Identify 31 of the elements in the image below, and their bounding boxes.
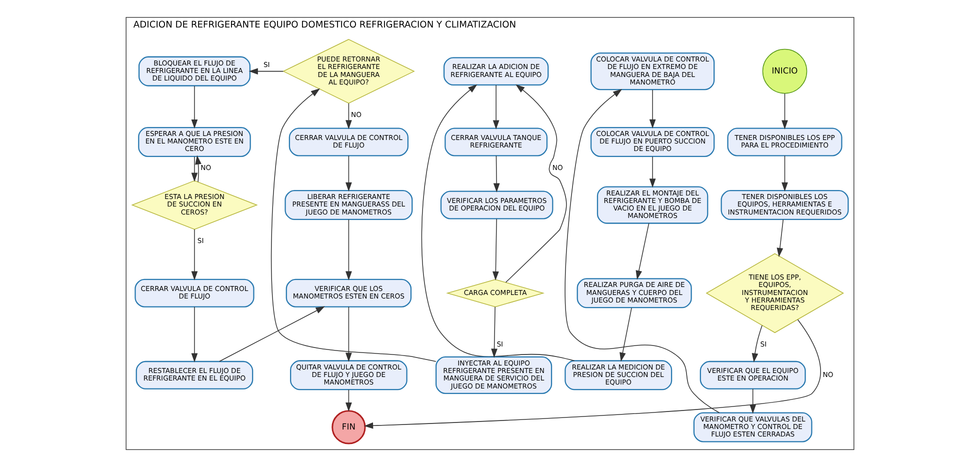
- arrow: [492, 84, 500, 130]
- arrow: [421, 84, 575, 362]
- arrow: [750, 388, 756, 414]
- arrow: [248, 68, 284, 74]
- arrow: [346, 389, 352, 412]
- arrow: [191, 86, 198, 129]
- arrow: [492, 218, 499, 281]
- arrow: [649, 90, 656, 129]
- arrow: [493, 155, 500, 192]
- arrow: [636, 222, 650, 280]
- arrow: [649, 156, 656, 188]
- arrow: [752, 325, 762, 362]
- arrow: [191, 156, 198, 182]
- arrow: [346, 306, 352, 362]
- arrow: [191, 306, 198, 362]
- arrow: [346, 155, 352, 192]
- arrow: [346, 219, 352, 280]
- arrow: [346, 103, 352, 130]
- arrow: [620, 308, 632, 362]
- arrow: [219, 306, 325, 362]
- node-circle: FIN: [332, 410, 366, 444]
- arrow: [195, 155, 202, 182]
- node-circle: INICIO: [762, 48, 808, 94]
- arrow: [782, 155, 788, 192]
- arrow: [491, 306, 498, 358]
- arrow: [270, 88, 436, 362]
- arrow: [782, 93, 788, 130]
- arrow: [364, 319, 821, 429]
- arrow: [191, 229, 198, 280]
- arrow: [776, 219, 784, 258]
- arrow: [505, 84, 567, 283]
